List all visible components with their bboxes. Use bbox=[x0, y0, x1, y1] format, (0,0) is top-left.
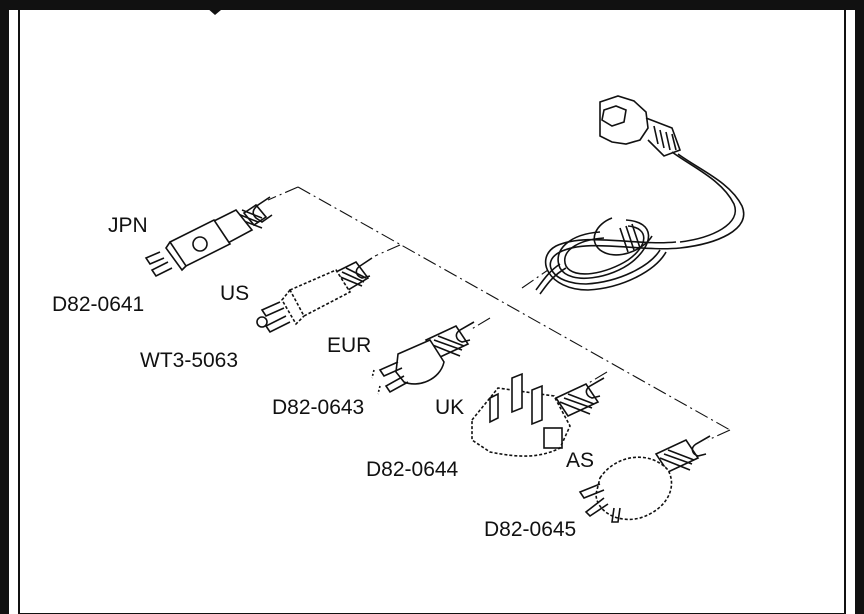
eur-part-number: D82-0643 bbox=[272, 396, 365, 419]
leader-lines bbox=[267, 186, 731, 441]
uk-part-number: D82-0644 bbox=[366, 458, 459, 481]
us-plug bbox=[256, 257, 373, 334]
eur-label: EUR bbox=[327, 334, 372, 357]
eur-plug bbox=[371, 321, 475, 395]
us-part-number: WT3-5063 bbox=[140, 349, 239, 372]
jpn-plug bbox=[144, 196, 273, 278]
as-plug bbox=[578, 435, 711, 523]
uk-label: UK bbox=[435, 396, 465, 419]
jpn-part-number: D82-0641 bbox=[52, 293, 145, 316]
as-part-number: D82-0645 bbox=[484, 518, 577, 541]
iec-connector-cord bbox=[535, 95, 745, 295]
uk-plug bbox=[471, 372, 605, 457]
us-label: US bbox=[220, 282, 250, 305]
as-label: AS bbox=[566, 449, 595, 472]
jpn-label: JPN bbox=[108, 214, 148, 237]
